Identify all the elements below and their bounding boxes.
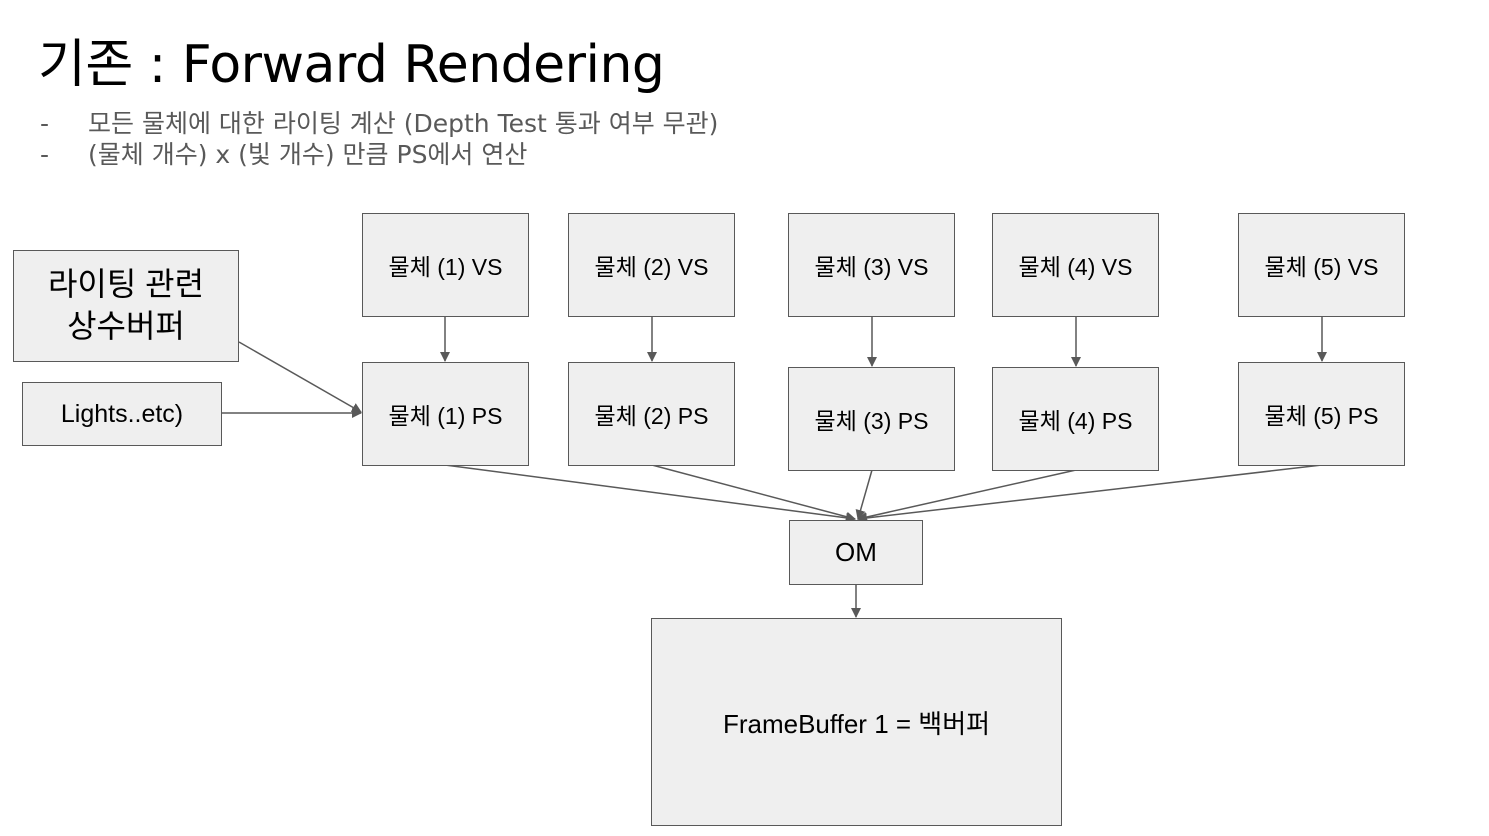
ps-box-3: 물체 (3) PS xyxy=(788,367,955,471)
bullet-item: - 모든 물체에 대한 라이팅 계산 (Depth Test 통과 여부 무관) xyxy=(40,108,718,139)
vs-box-5: 물체 (5) VS xyxy=(1238,213,1405,317)
ps-box-1: 물체 (1) PS xyxy=(362,362,529,466)
ps-label: 물체 (2) PS xyxy=(594,403,709,429)
bullet-marker: - xyxy=(40,109,50,138)
ps-label: 물체 (4) PS xyxy=(1018,408,1133,434)
framebuffer-box: FrameBuffer 1 = 백버퍼 xyxy=(651,618,1062,826)
lighting-constant-buffer-box: 라이팅 관련 상수버퍼 xyxy=(13,250,239,362)
lights-box: Lights..etc) xyxy=(22,382,222,446)
arrow-ps5-to-om xyxy=(857,464,1323,523)
bullet-marker: - xyxy=(40,140,50,169)
ps-label: 물체 (3) PS xyxy=(814,408,929,434)
ps-box-2: 물체 (2) PS xyxy=(568,362,735,466)
vs-label: 물체 (4) VS xyxy=(1018,254,1133,280)
bullet-item: - (물체 개수) x (빛 개수) 만큼 PS에서 연산 xyxy=(40,139,718,170)
lighting-constant-buffer-label: 라이팅 관련 상수버퍼 xyxy=(47,266,205,344)
om-box: OM xyxy=(789,520,923,585)
arrow-ps2-to-om xyxy=(651,464,856,522)
arrow-cb-to-ps1 xyxy=(238,341,362,413)
ps-box-5: 물체 (5) PS xyxy=(1238,362,1405,466)
page-title: 기존 : Forward Rendering xyxy=(38,35,665,95)
vs-label: 물체 (3) VS xyxy=(814,254,929,280)
bullet-text: 모든 물체에 대한 라이팅 계산 (Depth Test 통과 여부 무관) xyxy=(88,109,719,138)
vs-box-4: 물체 (4) VS xyxy=(992,213,1159,317)
ps-label: 물체 (5) PS xyxy=(1264,403,1379,429)
bullet-text: (물체 개수) x (빛 개수) 만큼 PS에서 연산 xyxy=(88,140,528,169)
ps-label: 물체 (1) PS xyxy=(388,403,503,429)
vs-box-1: 물체 (1) VS xyxy=(362,213,529,317)
bullet-list: - 모든 물체에 대한 라이팅 계산 (Depth Test 통과 여부 무관)… xyxy=(40,108,718,170)
vs-label: 물체 (5) VS xyxy=(1264,254,1379,280)
lights-label: Lights..etc) xyxy=(60,399,184,428)
vs-box-2: 물체 (2) VS xyxy=(568,213,735,317)
ps-box-4: 물체 (4) PS xyxy=(992,367,1159,471)
arrow-ps3-to-om xyxy=(855,469,873,520)
vs-label: 물체 (1) VS xyxy=(388,254,503,280)
framebuffer-label: FrameBuffer 1 = 백버퍼 xyxy=(722,708,991,739)
arrow-ps1-to-om xyxy=(444,464,856,523)
vs-label: 물체 (2) VS xyxy=(594,254,709,280)
om-label: OM xyxy=(835,537,877,567)
vs-box-3: 물체 (3) VS xyxy=(788,213,955,317)
arrow-ps4-to-om xyxy=(857,469,1077,522)
